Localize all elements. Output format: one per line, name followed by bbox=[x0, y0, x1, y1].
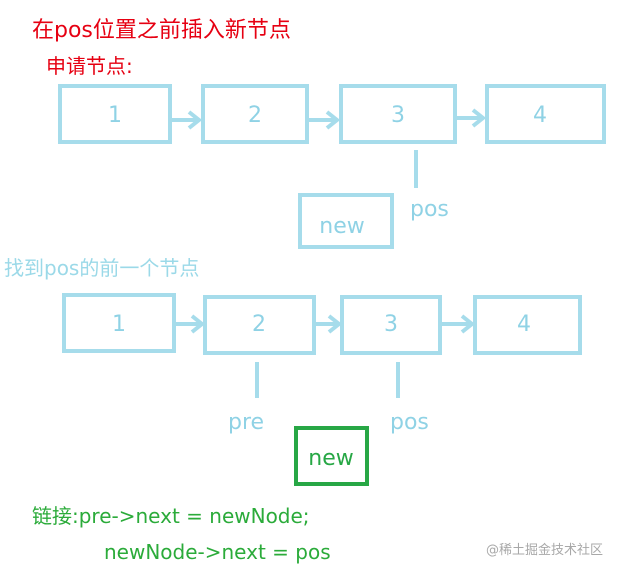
diagram-title: 在pos位置之前插入新节点 bbox=[32, 18, 291, 43]
row1-node-1-label: 1 bbox=[108, 103, 122, 128]
row1-node-4-label: 4 bbox=[533, 103, 547, 128]
row2-arrowhead-2-3 bbox=[327, 314, 343, 334]
row1-node-3-label: 3 bbox=[391, 103, 405, 128]
row2-arrowhead-1-2 bbox=[190, 314, 206, 334]
row2-pos-label: pos bbox=[390, 410, 429, 435]
link-code-line2: newNode->next = pos bbox=[104, 540, 331, 564]
row2-node-1-label: 1 bbox=[112, 312, 126, 337]
step2-label: 找到pos的前一个节点 bbox=[4, 256, 200, 280]
row2-pre-label: pre bbox=[228, 410, 264, 435]
row2-node-2-label: 2 bbox=[252, 312, 266, 337]
row1-node-4-box bbox=[485, 84, 606, 144]
step1-label: 申请节点: bbox=[46, 54, 133, 78]
row1-arrowhead-3-4 bbox=[471, 108, 487, 128]
row2-list: 1 2 3 4 pre pos new bbox=[62, 293, 582, 486]
row1-node-3-box bbox=[339, 84, 457, 144]
row1-arrowhead-1-2 bbox=[187, 110, 203, 130]
row1-new-node-label: new bbox=[319, 214, 364, 239]
row2-new-node-box bbox=[294, 426, 369, 486]
watermark: @稀土掘金技术社区 bbox=[486, 543, 604, 558]
link-code-line1: 链接:pre->next = newNode; bbox=[32, 504, 310, 528]
row1-pos-label: pos bbox=[410, 197, 449, 222]
row2-node-3-label: 3 bbox=[384, 312, 398, 337]
row1-node-2-box bbox=[201, 84, 309, 144]
row2-node-4-box bbox=[473, 295, 582, 355]
row2-node-4-label: 4 bbox=[517, 312, 531, 337]
row1-node-2-label: 2 bbox=[248, 103, 262, 128]
row1-list: 1 2 3 4 pos new bbox=[58, 84, 606, 249]
row2-new-node-label: new bbox=[308, 446, 353, 471]
row2-arrowhead-3-4 bbox=[460, 314, 476, 334]
row1-node-1-box bbox=[58, 84, 172, 144]
row1-new-node-box bbox=[298, 193, 394, 249]
row1-arrowhead-2-3 bbox=[325, 110, 341, 130]
